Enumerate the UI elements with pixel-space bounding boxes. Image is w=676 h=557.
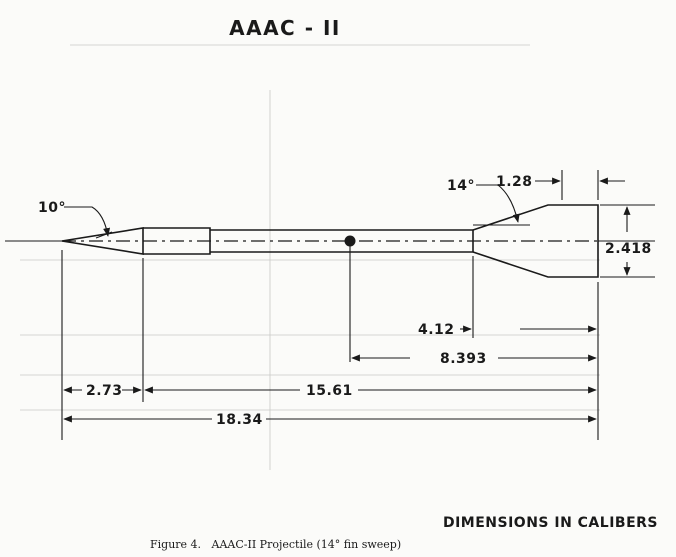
nose-angle-leader [64,206,111,237]
dim-cg-to-fin: 4.12 [418,322,597,338]
drawing-title: AAAC - II [229,16,341,40]
svg-text:2.73: 2.73 [86,383,123,399]
lower-fin [472,241,599,278]
forward-body [143,227,211,255]
svg-text:18.34: 18.34 [216,412,263,428]
nose-cone [61,227,144,255]
fin-angle-leader [476,184,520,223]
upper-fin [472,204,599,241]
figure-caption: Figure 4. AAAC-II Projectile (14° fin sw… [150,538,402,551]
dim-body-length: 15.61 [144,383,597,399]
units-label: DIMENSIONS IN CALIBERS [442,515,658,531]
background-grid [20,44,600,470]
svg-text:15.61: 15.61 [306,383,353,399]
fin-angle-label: 14° [447,178,475,194]
svg-text:2.418: 2.418 [605,241,652,257]
projectile-outline [61,204,599,278]
dim-cg-to-base: 8.393 [351,351,597,367]
extension-lines [61,250,599,440]
dim-fin-chord: 1.28 [496,170,625,200]
dim-overall-length: 18.34 [63,412,597,428]
svg-text:4.12: 4.12 [418,322,455,338]
cg-marker [344,235,356,247]
svg-text:1.28: 1.28 [496,174,533,190]
dim-fin-span: 2.418 [600,204,655,278]
nose-angle-label: 10° [38,200,66,216]
dim-nose-length: 2.73 [63,383,142,399]
svg-text:8.393: 8.393 [440,351,487,367]
main-body [210,229,473,253]
